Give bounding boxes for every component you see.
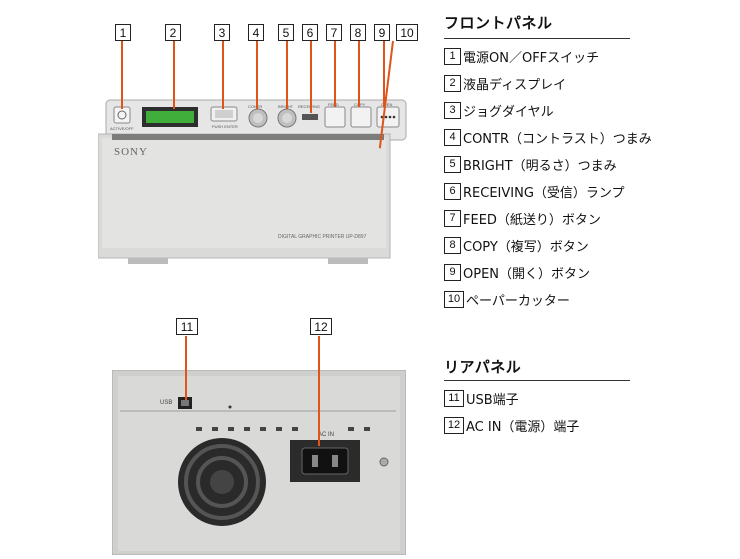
legend-num: 2	[444, 74, 461, 92]
legend-num: 4	[444, 128, 461, 146]
legend-text: RECEIVING（受信）ランプ	[463, 185, 625, 201]
legend-row-8: 8 COPY（複写）ボタン	[444, 234, 589, 256]
legend-text: OPEN（開く）ボタン	[463, 266, 591, 282]
legend-text: FEED（紙送り）ボタン	[463, 212, 601, 228]
legend-text: ペーパーカッター	[466, 293, 570, 309]
receiving-label: RECEIVING	[298, 104, 321, 109]
legend-text: COPY（複写）ボタン	[463, 239, 589, 255]
rear-title-divider	[444, 380, 630, 381]
legend-text: CONTR（コントラスト）つまみ	[463, 131, 652, 147]
callout-5: 5	[278, 24, 294, 41]
callout-9: 9	[374, 24, 390, 41]
rear-panel-title: リアパネル	[444, 358, 522, 376]
legend-row-7: 7 FEED（紙送り）ボタン	[444, 207, 601, 229]
legend-row-2: 2 液晶ディスプレイ	[444, 72, 566, 94]
legend-row-10: 10 ペーパーカッター	[444, 288, 570, 310]
rear-printer-illustration: USB AC IN	[111, 369, 407, 556]
callout-8: 8	[350, 24, 366, 41]
legend-text: 電源ON／OFFスイッチ	[463, 50, 600, 66]
leader-line	[185, 336, 187, 400]
front-printer-illustration: ACTIVE/OFF PUSH ENTER CONTR BRIGHT RECEI…	[97, 0, 418, 280]
jog-label: PUSH ENTER	[212, 124, 238, 129]
callout-7: 7	[326, 24, 342, 41]
rear-printer-drawing	[111, 369, 407, 556]
leader-line	[318, 336, 320, 446]
model-label: DIGITAL GRAPHIC PRINTER UP-D897	[278, 234, 367, 240]
usb-label: USB	[160, 400, 173, 406]
contrast-label: CONTR	[248, 104, 262, 109]
legend-text: USB端子	[466, 392, 519, 408]
legend-num: 6	[444, 182, 461, 200]
callout-11: 11	[176, 318, 198, 335]
legend-row-3: 3 ジョグダイヤル	[444, 99, 554, 121]
callout-4: 4	[248, 24, 264, 41]
legend-num: 1	[444, 47, 461, 65]
leader-line	[383, 41, 385, 107]
acin-label: AC IN	[318, 432, 335, 438]
callout-10: 10	[396, 24, 418, 41]
legend-row-4: 4 CONTR（コントラスト）つまみ	[444, 126, 652, 148]
power-label: ACTIVE/OFF	[110, 126, 134, 131]
legend-num: 9	[444, 263, 461, 281]
leader-line	[334, 41, 336, 107]
legend-num: 8	[444, 236, 461, 254]
leader-line	[310, 41, 312, 113]
bright-label: BRIGHT	[278, 104, 293, 109]
leader-line	[256, 41, 258, 109]
front-panel-title: フロントパネル	[444, 14, 553, 32]
callout-3: 3	[214, 24, 230, 41]
feed-label: FEED	[328, 102, 339, 107]
callout-2: 2	[165, 24, 181, 41]
legend-row-9: 9 OPEN（開く）ボタン	[444, 261, 590, 283]
legend-text: 液晶ディスプレイ	[463, 77, 567, 93]
legend-num: 3	[444, 101, 461, 119]
front-title-divider	[444, 38, 630, 39]
legend-num: 7	[444, 209, 461, 227]
legend-num: 5	[444, 155, 461, 173]
legend-row-11: 11 USB端子	[444, 387, 519, 409]
legend-row-12: 12 AC IN（電源）端子	[444, 414, 579, 436]
legend-text: AC IN（電源）端子	[466, 419, 580, 435]
brand-logo: SONY	[114, 146, 148, 158]
legend-num: 12	[444, 416, 464, 434]
leader-line	[121, 41, 123, 109]
legend-text: BRIGHT（明るさ）つまみ	[463, 158, 617, 174]
leader-line	[286, 41, 288, 109]
open-label: OPEN	[381, 102, 393, 107]
front-printer-drawing	[97, 99, 407, 264]
legend-row-1: 1 電源ON／OFFスイッチ	[444, 45, 599, 67]
leader-line	[173, 41, 175, 109]
leader-line	[358, 41, 360, 107]
legend-num: 11	[444, 389, 464, 407]
callout-12: 12	[310, 318, 332, 335]
legend-row-5: 5 BRIGHT（明るさ）つまみ	[444, 153, 617, 175]
callout-6: 6	[302, 24, 318, 41]
leader-line	[222, 41, 224, 109]
callout-1: 1	[115, 24, 131, 41]
legend-num: 10	[444, 290, 464, 308]
legend-text: ジョグダイヤル	[463, 104, 554, 120]
legend-row-6: 6 RECEIVING（受信）ランプ	[444, 180, 625, 202]
